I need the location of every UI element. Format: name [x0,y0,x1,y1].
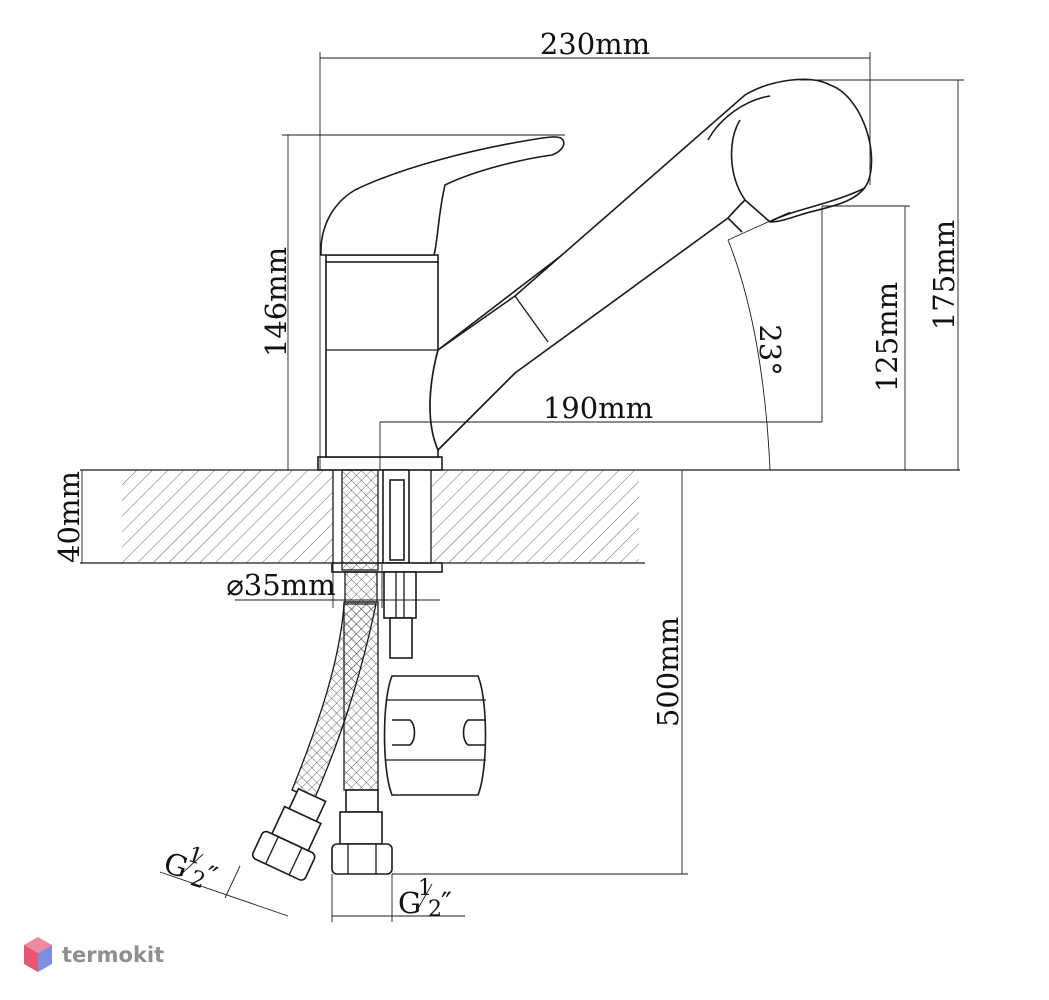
dim-total-height: 175mm [927,220,961,330]
dim-body-height: 146mm [259,247,293,357]
dim-hole-diameter: ⌀35mm [226,568,335,602]
thread-label-right: G 1 2 ″ [398,876,452,922]
dimension-lines [81,52,964,922]
dimension-labels: 230mm 146mm 175mm 125mm 190mm 23° 40mm ⌀… [52,27,961,922]
termokit-logo: termokit [24,937,164,972]
svg-text:2: 2 [428,897,442,922]
cube-icon [24,937,52,972]
dim-hose-length: 500mm [651,617,685,727]
dim-countertop-thickness: 40mm [52,471,86,563]
thread-label-left: G 1 2 ″ [160,842,222,894]
dim-angle: 23° [753,324,787,375]
svg-text:″: ″ [441,886,452,920]
countertop [80,469,960,564]
svg-text:G: G [398,886,421,920]
pull-out-spout [429,78,873,452]
dim-total-length: 230mm [540,27,650,61]
mounting-bracket [383,675,487,796]
mounting-shank [331,469,443,659]
dim-spout-reach: 190mm [543,391,653,425]
logo-text: termokit [62,943,164,967]
lever-handle [320,136,565,256]
dim-spout-height: 125mm [870,282,904,392]
svg-text:1: 1 [418,876,432,901]
flexible-hoses [251,469,393,881]
